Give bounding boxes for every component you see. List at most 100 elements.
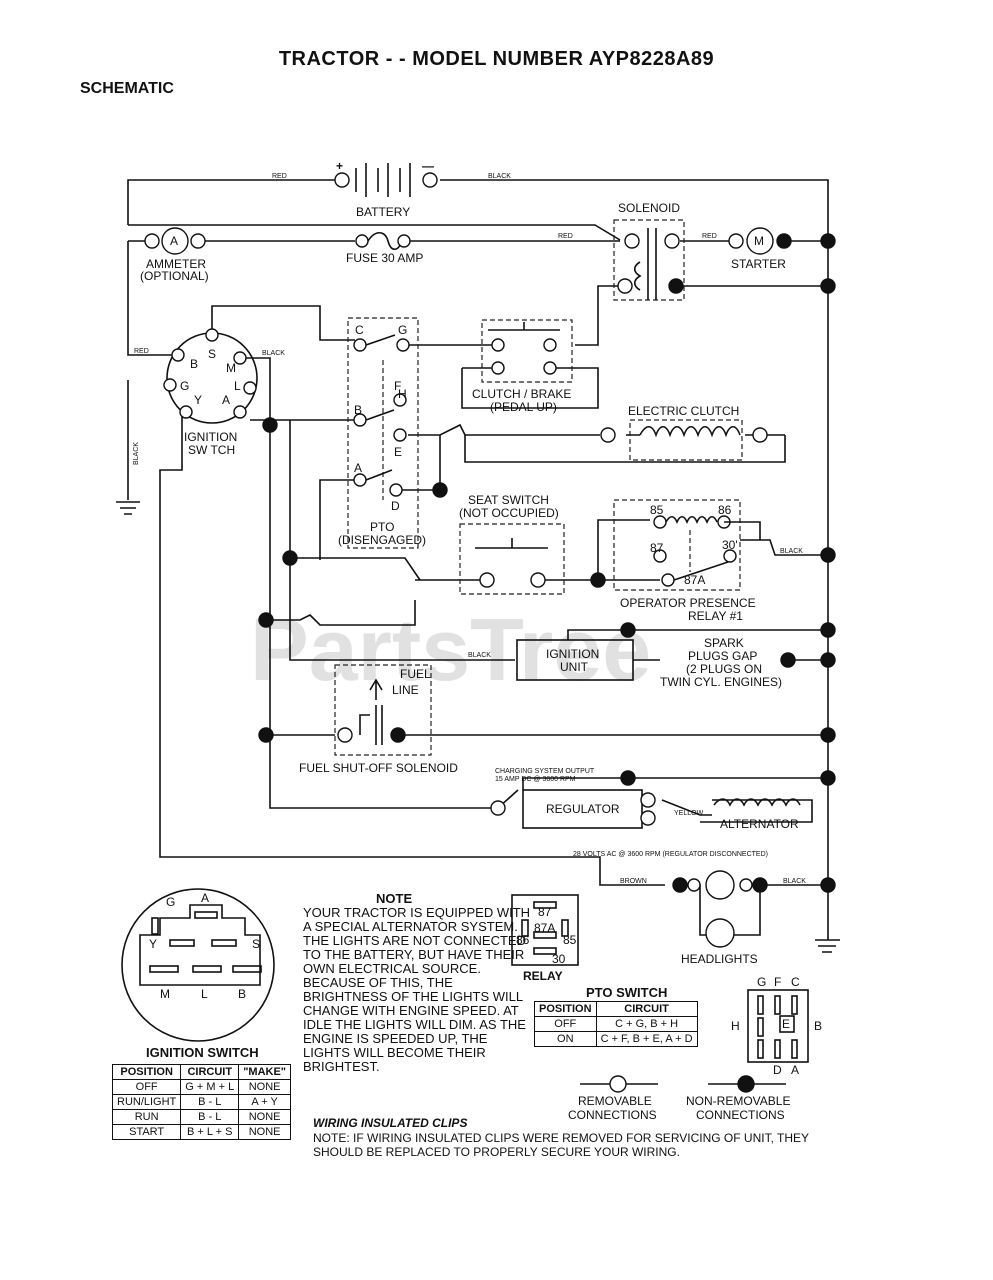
table-row: OFF C + G, B + H (534, 1016, 698, 1032)
note-text: YOUR TRACTOR IS EQUIPPED WITH A SPECIAL … (303, 905, 531, 1074)
spark-label-4: TWIN CYL. ENGINES) (660, 675, 782, 689)
table-cell: RUN/LIGHT (111, 1094, 182, 1110)
ignition-switch-label: IGNITION (184, 430, 237, 444)
wire-label-red-ign: RED (134, 348, 149, 355)
wire-pto-d (400, 435, 441, 491)
electric-clutch-coil-icon (639, 425, 741, 438)
relay-pinout-pins (521, 901, 569, 955)
pto-switch-terminals (353, 334, 410, 497)
connector-headlight-b (739, 878, 753, 892)
pto-connector-face (747, 989, 809, 1063)
battery-minus: — (422, 159, 434, 173)
table-header: CIRCUIT (595, 1001, 698, 1017)
pto-terminal-e: E (394, 445, 402, 459)
connector-solenoid-a (624, 233, 640, 249)
headlight-node-right (752, 877, 768, 893)
ac-note: 28 VOLTS AC @ 3600 RPM (REGULATOR DISCON… (573, 851, 768, 858)
connector-solenoid-d (668, 278, 684, 294)
page-subtitle: SCHEMATIC (80, 80, 174, 97)
connector-regulator-a (640, 792, 656, 808)
fuse-icon (367, 231, 403, 251)
wire-black-ign-m (240, 357, 271, 425)
table-cell: START (111, 1124, 182, 1140)
wire-battery-to-solenoid (128, 224, 621, 241)
connector-starter-gnd (776, 233, 792, 249)
table-row: ON C + F, B + E, A + D (534, 1031, 698, 1047)
relay-pin-87a: 87A (534, 921, 555, 935)
ignition-unit-label-2: UNIT (560, 660, 589, 674)
ground-symbol-right (815, 885, 840, 953)
table-cell: NONE (238, 1079, 292, 1095)
pto-conn-f: F (774, 975, 781, 989)
solenoid-label: SOLENOID (618, 201, 680, 215)
relay-label-87a: 87A (684, 573, 705, 587)
seat-switch-label: SEAT SWITCH (468, 493, 549, 507)
connector-solenoid-b (664, 233, 680, 249)
wire-battery-negative (440, 179, 829, 240)
relay-label-86: 86 (718, 503, 732, 517)
pto-connector-pins (757, 995, 798, 1059)
relay-terminal-85 (653, 515, 667, 529)
wire-label-red-starter: RED (702, 233, 717, 240)
wire-label-red-fuse: RED (558, 233, 573, 240)
page-title: TRACTOR - - MODEL NUMBER AYP8228A89 (278, 48, 715, 70)
relay-label-30: 30' (722, 538, 738, 552)
relay-pin-85: 85 (563, 933, 577, 947)
clips-heading: WIRING INSULATED CLIPS (313, 1116, 468, 1130)
table-header: POSITION (111, 1064, 182, 1080)
ign-terminal-s: S (208, 347, 216, 361)
wire-label-black-battery: BLACK (488, 173, 511, 180)
wire-label-black-ground: BLACK (133, 442, 140, 465)
pto-conn-c: C (791, 975, 800, 989)
spark-label: SPARK (704, 636, 744, 650)
clips-note: NOTE: IF WIRING INSULATED CLIPS WERE REM… (313, 1131, 809, 1159)
ammeter-label: AMMETER (146, 257, 206, 271)
pto-table-caption: PTO SWITCH (586, 985, 668, 1000)
clutch-brake-label: CLUTCH / BRAKE (472, 387, 571, 401)
table-row: OFF G + M + L NONE (111, 1079, 292, 1095)
wire-red-ignition-b (127, 241, 178, 356)
pto-terminal-d: D (391, 499, 400, 513)
watermark: PartsTree (250, 600, 651, 699)
spark-label-2: PLUGS GAP (688, 649, 757, 663)
pto-conn-h: H (731, 1019, 740, 1033)
wire-clutch-return (464, 435, 786, 463)
pto-conn-b: B (814, 1019, 822, 1033)
wire-pto-e (408, 423, 600, 436)
wire-battery-positive (127, 179, 335, 225)
pto-label: PTO (370, 520, 394, 534)
table-cell: ON (534, 1031, 597, 1047)
relay-terminal-87 (653, 549, 667, 563)
relay-contact-arm (673, 521, 761, 581)
ign-conn-g: G (166, 895, 175, 909)
relay-pin-30: 30 (552, 952, 566, 966)
ammeter-symbol: A (170, 234, 178, 248)
table-row: RUN B - L NONE (111, 1109, 292, 1125)
clutch-brake-label-2: (PEDAL UP) (490, 400, 557, 414)
starter-motor-icon (746, 227, 774, 255)
legend-removable-icon (609, 1075, 627, 1093)
ign-terminal-a: A (222, 393, 230, 407)
operator-relay-label: OPERATOR PRESENCE (620, 596, 756, 610)
operator-relay-box (613, 499, 741, 591)
ign-conn-a: A (201, 891, 209, 905)
pto-switch-table: POSITION CIRCUIT OFF C + G, B + H ON C +… (534, 1001, 698, 1047)
relay-terminal-30 (723, 549, 737, 563)
wire-label-black-head: BLACK (783, 878, 806, 885)
table-header: "MAKE" (238, 1064, 292, 1080)
connector-seat-left (479, 572, 495, 588)
wire-solenoid-coil (575, 285, 625, 346)
pto-conn-g: G (757, 975, 766, 989)
relay-pinout-box (511, 894, 579, 966)
ignition-unit-box (516, 639, 634, 681)
pto-terminal-f: F (394, 379, 401, 393)
wire-label-red-battery: RED (272, 173, 287, 180)
battery-symbol (334, 163, 438, 197)
spark-plug-node (780, 652, 796, 668)
connector-ammeter-right (190, 233, 206, 249)
table-cell: NONE (238, 1109, 292, 1125)
starter-symbol: M (754, 234, 764, 248)
wire-left-long (159, 415, 665, 886)
ign-terminal-g: G (180, 379, 189, 393)
connector-seat-right (530, 572, 546, 588)
